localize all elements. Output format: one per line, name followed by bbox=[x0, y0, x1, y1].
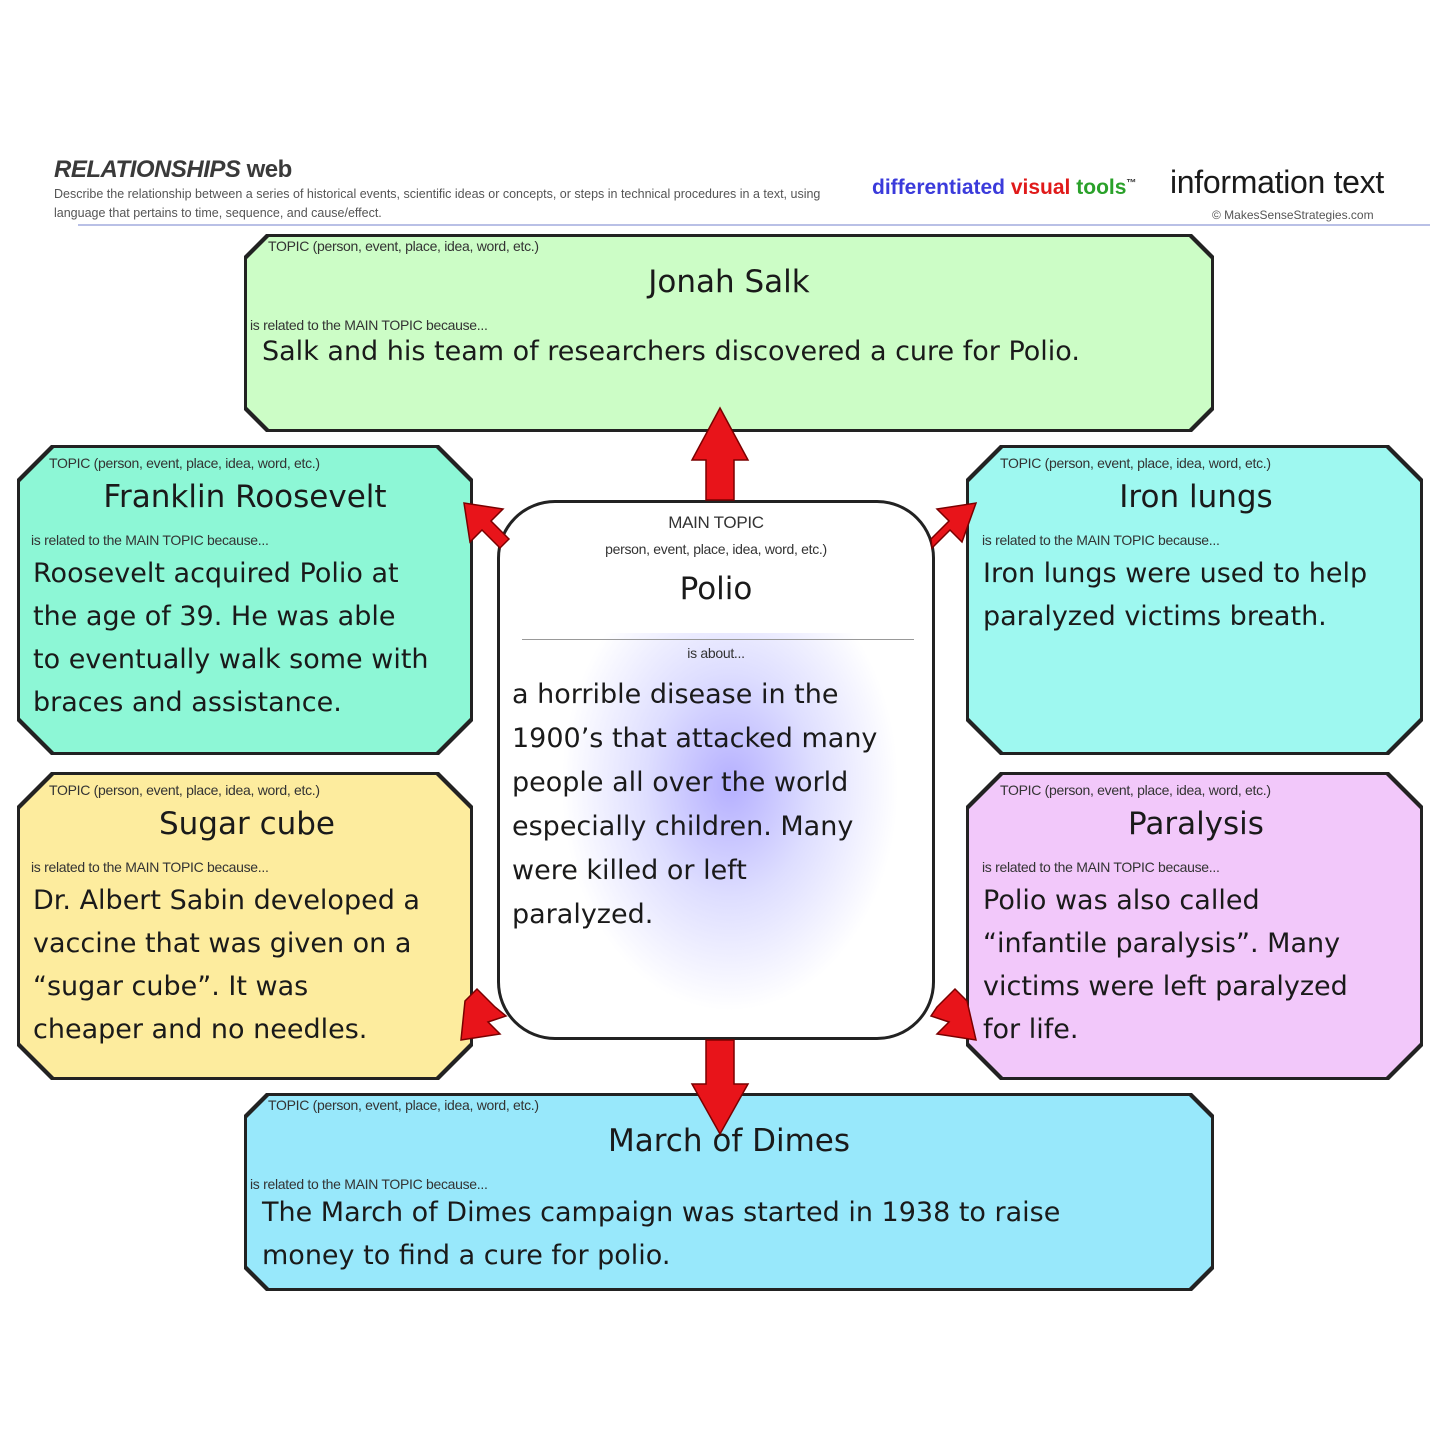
sheet-title-suffix: web bbox=[246, 156, 293, 183]
main-topic-name: Polio bbox=[679, 571, 753, 607]
topic-label: TOPIC (person, event, place, idea, word,… bbox=[49, 455, 320, 471]
main-topic-divider bbox=[522, 639, 914, 640]
topic-box-upper-left-fill bbox=[20, 448, 470, 752]
topic-box-upper-right: TOPIC (person, event, place, idea, word,… bbox=[966, 445, 1423, 755]
topic-box-lower-left: TOPIC (person, event, place, idea, word,… bbox=[17, 772, 473, 1080]
topic-label: TOPIC (person, event, place, idea, word,… bbox=[1000, 782, 1271, 798]
related-label: is related to the MAIN TOPIC because... bbox=[982, 859, 1220, 875]
topic-reason: The March of Dimes campaign was started … bbox=[262, 1197, 1061, 1271]
topic-name: Jonah Salk bbox=[648, 264, 810, 300]
topic-label: TOPIC (person, event, place, idea, word,… bbox=[268, 1097, 539, 1113]
main-topic-sub: person, event, place, idea, word, etc.) bbox=[605, 541, 827, 557]
header-divider bbox=[78, 224, 1430, 226]
brand-logo: differentiated visual tools™ bbox=[872, 176, 1137, 199]
related-label: is related to the MAIN TOPIC because... bbox=[250, 1176, 488, 1192]
topic-box-upper-right-fill bbox=[969, 448, 1420, 752]
topic-reason: Dr. Albert Sabin developed a vaccine tha… bbox=[33, 885, 420, 1045]
copyright-notice: © MakesSenseStrategies.com bbox=[1212, 208, 1374, 222]
topic-label: TOPIC (person, event, place, idea, word,… bbox=[49, 782, 320, 798]
topic-box-lower-left-fill bbox=[20, 775, 470, 1077]
topic-reason: Roosevelt acquired Polio at the age of 3… bbox=[33, 558, 429, 718]
related-label: is related to the MAIN TOPIC because... bbox=[31, 859, 269, 875]
topic-label: TOPIC (person, event, place, idea, word,… bbox=[268, 238, 539, 254]
sheet-title-main: RELATIONSHIPS bbox=[54, 156, 241, 183]
topic-reason: Salk and his team of researchers discove… bbox=[262, 336, 1080, 367]
topic-box-top-fill bbox=[247, 237, 1211, 429]
topic-reason: Iron lungs were used to help paralyzed v… bbox=[983, 558, 1368, 632]
topic-name: March of Dimes bbox=[608, 1123, 850, 1159]
topic-reason: Polio was also called “infantile paralys… bbox=[983, 885, 1348, 1045]
main-topic-about: a horrible disease in the 1900’s that at… bbox=[512, 679, 878, 930]
main-topic-heading: MAIN TOPIC bbox=[668, 513, 764, 532]
topic-name: Franklin Roosevelt bbox=[103, 479, 387, 515]
sheet-title: RELATIONSHIPS web bbox=[54, 156, 292, 184]
related-label: is related to the MAIN TOPIC because... bbox=[31, 532, 269, 548]
topic-box-bottom: TOPIC (person, event, place, idea, word,… bbox=[244, 1093, 1214, 1291]
related-label: is related to the MAIN TOPIC because... bbox=[982, 532, 1220, 548]
topic-box-top: TOPIC (person, event, place, idea, word,… bbox=[244, 234, 1214, 432]
topic-box-lower-right: TOPIC (person, event, place, idea, word,… bbox=[966, 772, 1423, 1080]
topic-name: Iron lungs bbox=[1119, 479, 1273, 515]
info-text-label: information text bbox=[1170, 164, 1384, 200]
main-topic-glow bbox=[560, 633, 900, 1013]
topic-name: Paralysis bbox=[1128, 806, 1264, 842]
main-topic-box: MAIN TOPIC person, event, place, idea, w… bbox=[497, 500, 935, 1040]
topic-box-upper-left: TOPIC (person, event, place, idea, word,… bbox=[17, 445, 473, 755]
about-label: is about... bbox=[687, 645, 745, 661]
sheet-description: Describe the relationship between a seri… bbox=[54, 187, 821, 220]
topic-name: Sugar cube bbox=[158, 806, 336, 842]
topic-label: TOPIC (person, event, place, idea, word,… bbox=[1000, 455, 1271, 471]
related-label: is related to the MAIN TOPIC because... bbox=[250, 317, 488, 333]
topic-box-lower-right-fill bbox=[969, 775, 1420, 1077]
